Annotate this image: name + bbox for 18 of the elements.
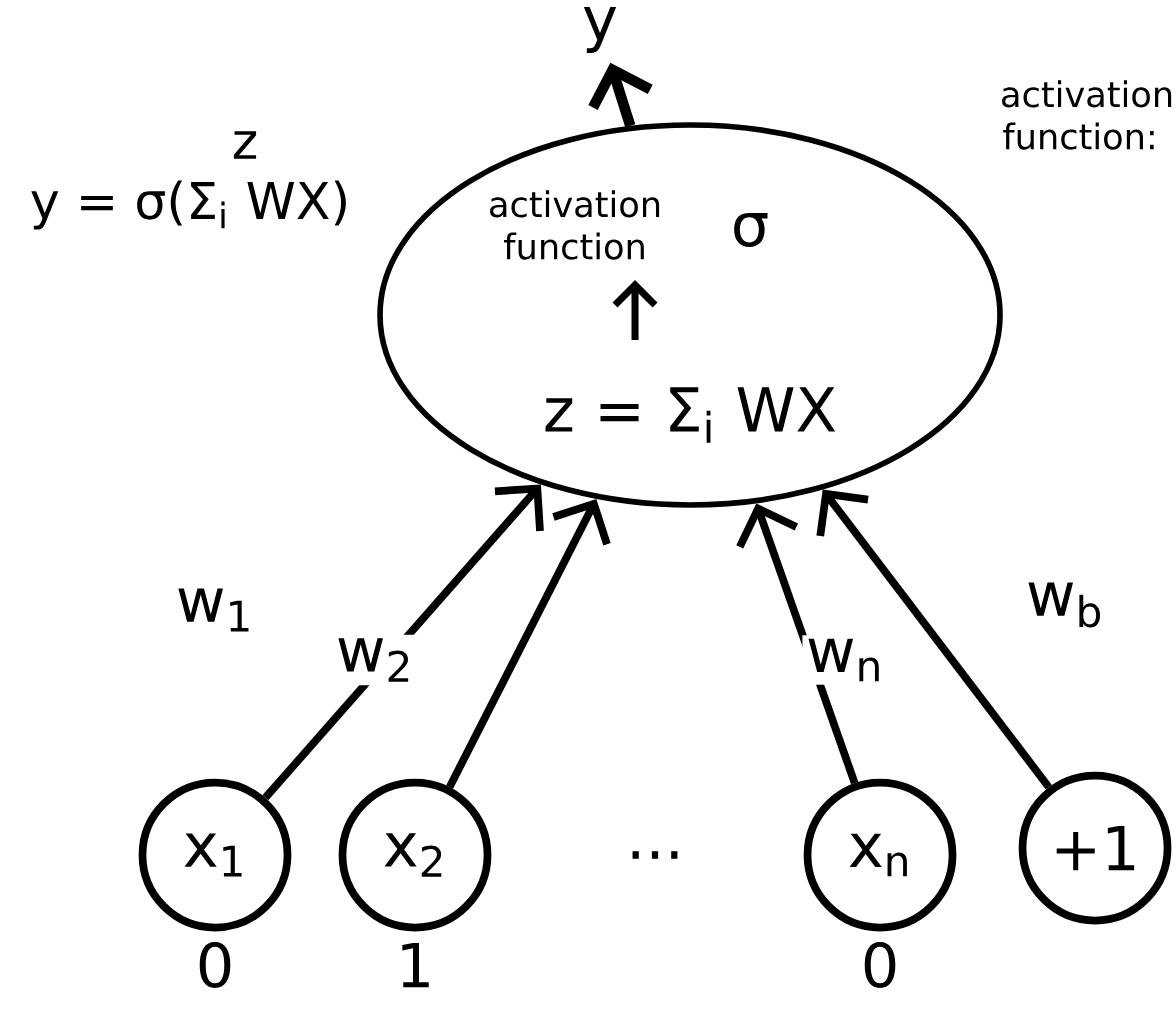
node-text: activation function xyxy=(490,190,660,260)
ellipsis: ... xyxy=(632,851,678,859)
value-label: 0 xyxy=(864,942,896,988)
node-text: σ xyxy=(734,212,768,248)
edge-label: w$_{2}$ xyxy=(332,634,418,686)
arrow xyxy=(816,489,1052,790)
arrow xyxy=(446,498,611,789)
arrow xyxy=(736,503,859,785)
edge-label: w$_{n}$ xyxy=(802,635,888,685)
output-label: y xyxy=(583,7,617,53)
value-label: 1 xyxy=(402,942,429,988)
edge-label: w$_{b}$ xyxy=(1022,579,1108,631)
edge-label: w$_{1}$ xyxy=(172,584,258,636)
variable-label: z xyxy=(233,131,257,159)
arrow xyxy=(262,484,544,801)
node-text: z = Σ$_{i}$ WX xyxy=(545,387,836,443)
value-label: 0 xyxy=(199,942,231,988)
note-text: activation function: xyxy=(1002,80,1172,150)
